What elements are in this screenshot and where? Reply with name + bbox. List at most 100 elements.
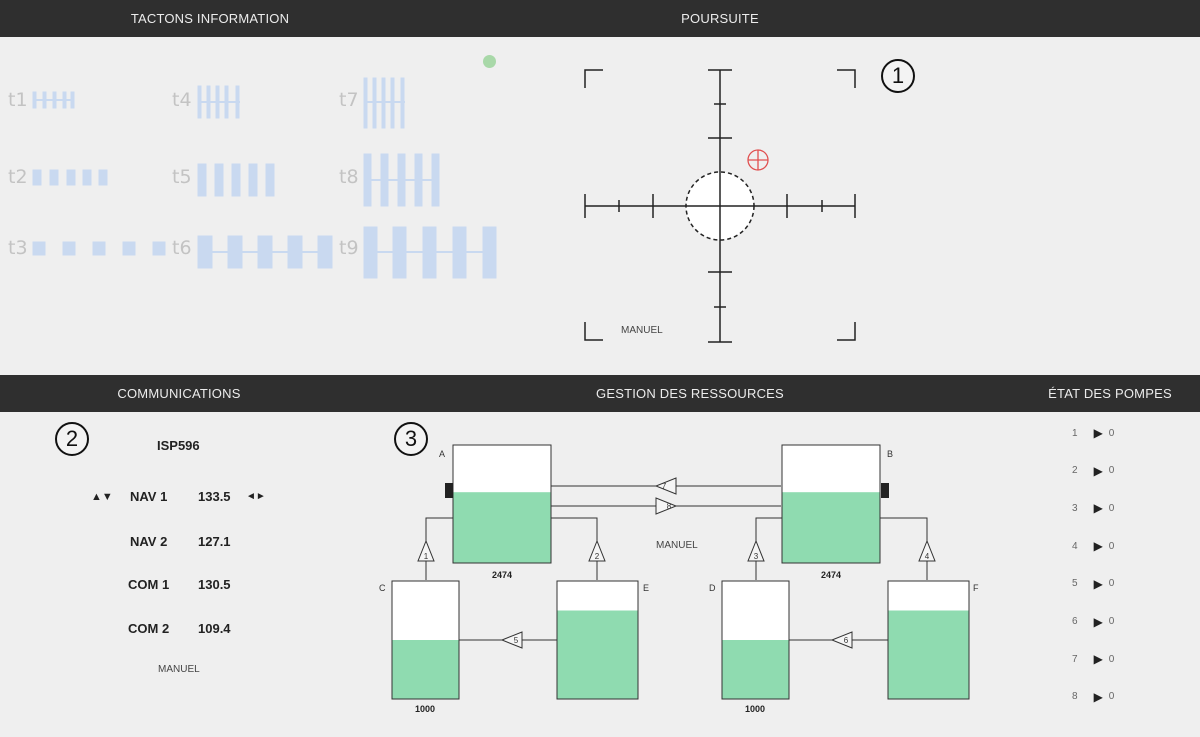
pump-6-label: 6	[844, 636, 849, 645]
tank-D-value: 1000	[745, 704, 765, 714]
play-icon[interactable]: ▶	[1093, 426, 1103, 440]
tacton-label-t8: t8	[339, 166, 359, 188]
header-poursuite: POURSUITE	[681, 11, 759, 26]
tacton-t2-pattern	[32, 169, 108, 186]
tacton-label-t6: t6	[172, 237, 192, 259]
tacton-label-t1: t1	[8, 89, 28, 111]
tacton-label-t5: t5	[172, 166, 192, 188]
pump-status-id: 8	[1072, 691, 1078, 703]
com2-freq: 109.4	[198, 621, 231, 636]
pump-status-id: 6	[1072, 616, 1078, 627]
pump-status-value: 0	[1108, 578, 1115, 590]
pump-status-row: 8 ▶ 0	[1072, 690, 1114, 704]
badge-3: 3	[394, 422, 428, 456]
tank-C-frame	[391, 580, 460, 700]
tank-A-label: A	[439, 449, 445, 459]
pump-status-value: 0	[1108, 540, 1115, 552]
tank-A-fuel-level	[453, 492, 551, 563]
tacton-t7-pattern	[363, 77, 405, 129]
tacton-label-t3: t3	[8, 237, 28, 259]
pump-status-row: 7▶0	[1072, 652, 1114, 666]
tank-C	[391, 580, 460, 700]
pump-status-id: 7	[1072, 653, 1078, 665]
tank-C-value: 1000	[415, 704, 435, 714]
tank-B	[781, 444, 881, 564]
resources-mode: MANUEL	[656, 540, 698, 551]
tacton-t8-pattern	[363, 153, 440, 207]
pump-status-row: 2▶0	[1072, 464, 1114, 478]
play-icon[interactable]: ▶	[1093, 539, 1103, 554]
pump-4[interactable]: 4	[918, 539, 936, 562]
tank-F-label: F	[973, 583, 979, 593]
tank-D	[721, 580, 790, 700]
header-tactons: TACTONS INFORMATION	[130, 11, 290, 26]
play-icon[interactable]: ▶	[1093, 576, 1103, 591]
nav1-label: NAV 1	[130, 489, 168, 504]
tacton-label-t7: t7	[339, 89, 359, 111]
play-icon[interactable]: ▶	[1093, 652, 1103, 667]
frequency-leftright-arrows[interactable]: ◄►	[246, 491, 266, 502]
tank-A	[452, 444, 552, 564]
play-icon[interactable]: ▶	[1093, 463, 1103, 478]
frequency-updown-arrows[interactable]: ▲▼	[91, 491, 113, 503]
target-icon	[747, 149, 769, 171]
callsign: ISP596	[157, 438, 200, 453]
tank-B-label: B	[887, 449, 893, 459]
pump-3[interactable]: 3	[747, 539, 765, 562]
nav1-freq: 133.5	[198, 489, 231, 504]
play-icon[interactable]: ▶	[1093, 501, 1103, 516]
pump-2[interactable]: 2	[588, 539, 606, 562]
status-dot	[483, 55, 496, 68]
com2-label: COM 2	[128, 621, 170, 636]
pump-6[interactable]: 6	[830, 631, 853, 649]
poursuite-mode: MANUEL	[621, 325, 663, 336]
pump-status-value: 0	[1108, 691, 1115, 703]
pump-1[interactable]: 1	[417, 539, 435, 562]
pump-7[interactable]: 7	[654, 477, 677, 495]
nav2-freq: 127.1	[198, 534, 231, 549]
tank-C-label: C	[379, 583, 386, 593]
pump-status-row: 6 ▶ 0	[1072, 615, 1114, 629]
tacton-t4-pattern	[197, 85, 240, 119]
pump-7-label: 7	[662, 482, 667, 491]
pump-status-id: 5	[1072, 578, 1078, 590]
tank-F	[887, 580, 970, 700]
pump-status-value: 0	[1108, 502, 1115, 514]
corner-bracket-tl	[584, 69, 603, 88]
pump-2-label: 2	[595, 552, 600, 561]
tank-F-fuel-level	[888, 610, 969, 699]
tank-D-fuel-level	[722, 640, 789, 699]
tacton-label-t9: t9	[339, 237, 359, 259]
header-bar-bottom	[0, 375, 1200, 412]
play-icon[interactable]: ▶	[1093, 689, 1103, 704]
tank-D-frame	[721, 580, 790, 700]
badge-1: 1	[881, 59, 915, 93]
pump-8-label: 8	[667, 502, 672, 511]
tacton-t6-pattern	[197, 235, 333, 269]
pump-status-id: 3	[1072, 502, 1078, 514]
pump-status-row: 5 ▶ 0	[1072, 577, 1114, 591]
tank-B-value: 2474	[821, 570, 841, 580]
pump-5[interactable]: 5	[500, 631, 523, 649]
communications-mode: MANUEL	[158, 664, 200, 675]
tank-B-connector	[881, 483, 889, 498]
play-icon[interactable]: ▶	[1093, 614, 1103, 629]
pump-status-row: 1▶0	[1072, 426, 1114, 440]
pump-5-label: 5	[514, 636, 519, 645]
com1-freq: 130.5	[198, 577, 231, 592]
tank-E-frame	[556, 580, 639, 700]
tank-D-label: D	[709, 583, 716, 593]
tank-B-fuel-level	[782, 492, 880, 563]
tank-E	[556, 580, 639, 700]
pump-status-value: 0	[1108, 616, 1115, 627]
pump-8[interactable]: 8	[655, 497, 678, 515]
tank-C-fuel-level	[392, 640, 459, 699]
header-bar-top	[0, 0, 1200, 37]
tacton-t5-pattern	[197, 163, 275, 197]
tank-A-value: 2474	[492, 570, 512, 580]
pump-status-id: 2	[1072, 465, 1078, 477]
tank-A-connector	[445, 483, 453, 498]
corner-bracket-bl	[584, 322, 603, 341]
header-communications: COMMUNICATIONS	[117, 386, 241, 401]
tank-E-fuel-level	[557, 610, 638, 699]
